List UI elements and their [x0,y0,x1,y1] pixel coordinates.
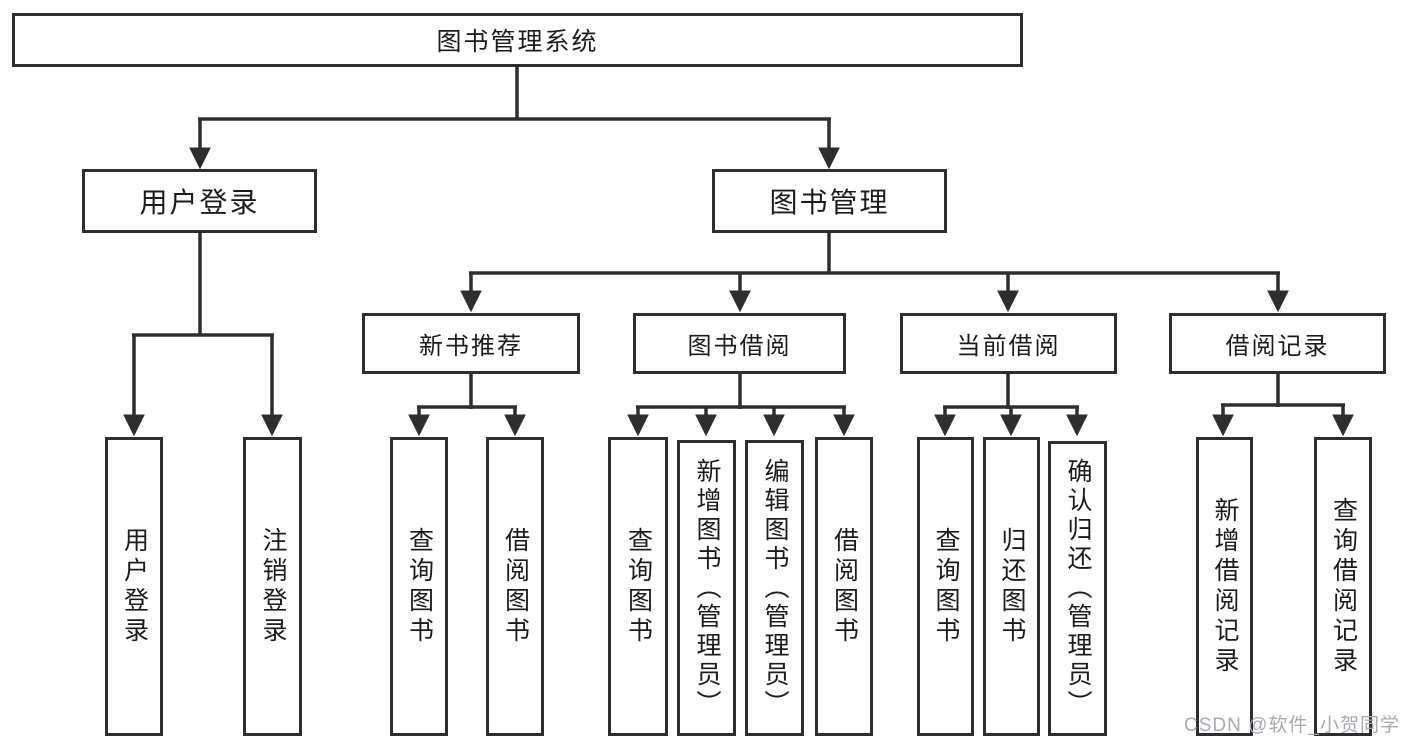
leaf-add-books-admin: 新增图书（管理员） [677,440,736,736]
node-user-login: 用户登录 [82,169,317,233]
leaf-confirm-return-admin: 确认归还（管理员） [1048,441,1107,736]
node-label: 借阅记录 [1225,333,1330,360]
node-label: 查询借阅记录 [1329,496,1358,677]
node-label: 新增借阅记录 [1211,496,1239,677]
node-current-borrowing: 当前借阅 [900,313,1117,374]
node-label: 用户登录 [139,187,260,218]
leaf-query-borrow-record: 查询借阅记录 [1314,437,1372,736]
node-label: 用户登录 [120,526,149,647]
leaf-query-books: 查询图书 [608,437,668,736]
leaf-user-login: 用户登录 [105,437,163,736]
leaf-edit-books-admin: 编辑图书（管理员） [745,440,804,736]
leaf-logout: 注销登录 [243,437,302,736]
csdn-watermark: CSDN @软件_小贺同学 [1184,715,1400,736]
node-label: 查询图书 [624,526,653,647]
leaf-add-borrow-record: 新增借阅记录 [1196,437,1253,736]
node-borrowing-records: 借阅记录 [1169,313,1386,374]
node-label: 确认归还（管理员） [1064,458,1092,719]
node-root-system: 图书管理系统 [12,13,1023,67]
leaf-borrow-books: 借阅图书 [815,437,873,736]
node-label: 图书管理系统 [436,28,599,56]
node-label: 编辑图书（管理员） [761,457,789,719]
node-label: 查询图书 [405,526,434,647]
node-label: 查询图书 [932,526,960,647]
leaf-query-books: 查询图书 [390,437,448,736]
node-label: 归还图书 [998,526,1026,647]
leaf-borrow-books: 借阅图书 [486,437,544,736]
node-label: 图书管理 [769,187,890,218]
leaf-return-books: 归还图书 [983,437,1040,736]
node-book-borrowing: 图书借阅 [633,313,846,374]
leaf-query-books: 查询图书 [917,437,974,736]
node-label: 借阅图书 [830,526,859,647]
node-label: 借阅图书 [501,526,530,647]
node-new-book-recommend: 新书推荐 [362,313,580,374]
node-label: 当前借阅 [956,333,1061,360]
node-label: 新书推荐 [419,333,523,360]
node-book-management: 图书管理 [712,169,947,233]
node-label: 注销登录 [259,526,287,647]
node-label: 图书借阅 [687,333,792,360]
node-label: 新增图书（管理员） [693,457,721,719]
